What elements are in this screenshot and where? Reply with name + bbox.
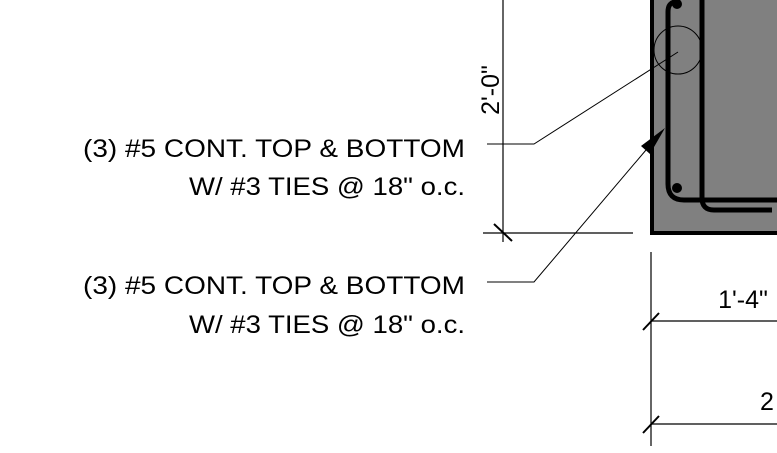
leader-line-1	[487, 51, 679, 145]
rebar-bent	[699, 0, 772, 213]
leader-arrowhead	[641, 128, 665, 154]
dimension-width-label: 1'-4"	[718, 286, 768, 314]
rebar-top	[672, 0, 682, 9]
callout-2-line-1: (3) #5 CONT. TOP & BOTTOM	[83, 272, 465, 300]
rebar-bottom	[672, 183, 682, 193]
dimension-total-label: 2	[760, 388, 774, 416]
dimension-tick	[493, 223, 513, 242]
dimension-height-label: 2'-0"	[477, 65, 505, 115]
dimension-tick	[642, 312, 660, 331]
callout-1-line-1: (3) #5 CONT. TOP & BOTTOM	[83, 135, 465, 163]
stirrup-tie	[665, 0, 777, 203]
callout-1-line-2: W/ #3 TIES @ 18" o.c.	[189, 173, 465, 201]
rebar-highlight-circle	[653, 25, 703, 75]
callout-2-line-2: W/ #3 TIES @ 18" o.c.	[189, 311, 465, 339]
leader-line-2	[487, 149, 647, 283]
dimension-tick	[642, 415, 660, 434]
